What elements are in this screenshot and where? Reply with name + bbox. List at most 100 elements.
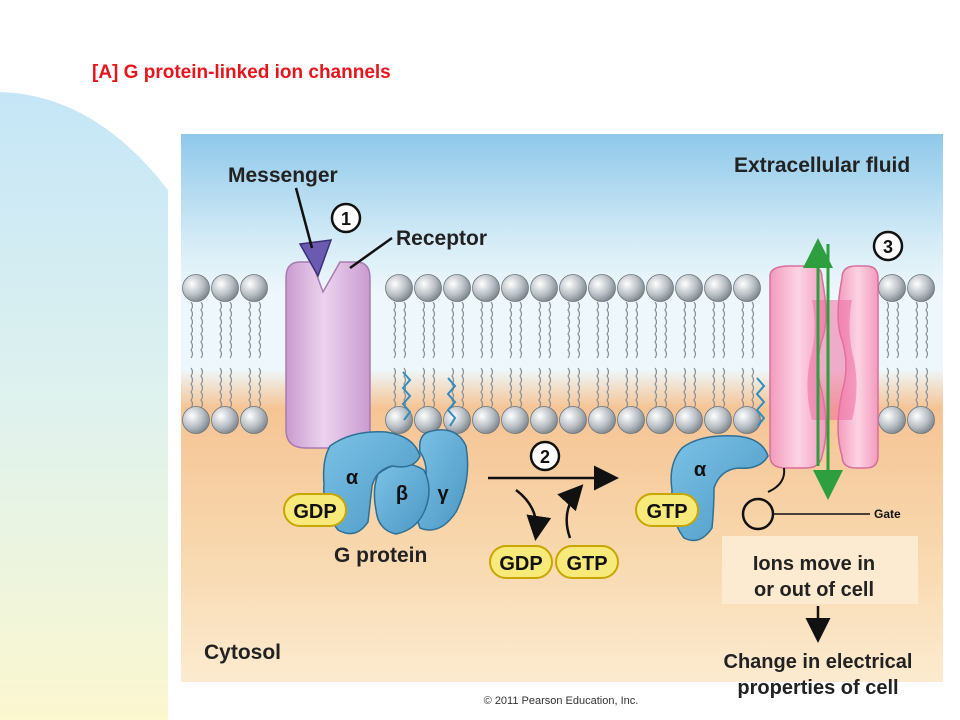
- gdp-release-arrow: [515, 489, 552, 541]
- change-line-1: Change in electrical: [724, 651, 913, 673]
- gtp-bound-label: GTP: [646, 501, 687, 523]
- ion-channel: [769, 265, 879, 469]
- receptor: [285, 261, 371, 449]
- lipid-head: [588, 274, 616, 302]
- messenger-pointer: [294, 187, 314, 249]
- ions-line-1: Ions move in: [753, 553, 875, 575]
- lipid-head: [559, 406, 587, 434]
- lipid-head: [907, 406, 935, 434]
- cytosol-label: Cytosol: [204, 641, 281, 664]
- lipid-heads-outer: [182, 274, 935, 302]
- lipid-tail: [751, 301, 755, 359]
- messenger-label: Messenger: [228, 164, 338, 187]
- lipid-head: [443, 274, 471, 302]
- lipid-head: [182, 406, 210, 434]
- beta-label: β: [396, 483, 408, 505]
- receptor-label: Receptor: [396, 227, 487, 250]
- lipid-tail: [925, 301, 929, 359]
- lipid-head: [907, 274, 935, 302]
- ions-box: [722, 536, 918, 604]
- lipid-head: [414, 274, 442, 302]
- ions-line-2: or out of cell: [754, 579, 874, 601]
- slide-title: [A] G protein-linked ion channels: [92, 62, 391, 83]
- lipid-tails: [190, 301, 929, 425]
- change-line-2: properties of cell: [737, 677, 898, 699]
- lipid-tail: [654, 301, 658, 359]
- lipid-head: [472, 406, 500, 434]
- lipid-head: [646, 274, 674, 302]
- step-2-marker: 2: [529, 440, 561, 472]
- lipid-head: [530, 274, 558, 302]
- gdp-bound-label: GDP: [293, 501, 336, 523]
- lipid-head: [878, 274, 906, 302]
- copyright-label: © 2011 Pearson Education, Inc.: [484, 695, 639, 707]
- gdp-pill-free: GDP: [489, 545, 553, 579]
- receptor-pointer: [349, 236, 393, 270]
- lipid-tail: [896, 301, 900, 359]
- lipid-head: [530, 406, 558, 434]
- lipid-tail: [625, 301, 629, 359]
- lipid-tail: [258, 301, 262, 359]
- lipid-tail: [200, 301, 204, 359]
- lipid-tail: [451, 301, 455, 359]
- lipid-tail: [432, 301, 436, 359]
- lipid-head: [675, 274, 703, 302]
- lipid-head: [704, 274, 732, 302]
- gtp-free-label: GTP: [566, 553, 607, 575]
- alpha-active-label: α: [694, 459, 707, 481]
- lipid-head: [588, 406, 616, 434]
- alpha-label: α: [346, 467, 359, 489]
- step-1-label: 1: [341, 209, 351, 229]
- lipid-tail: [480, 301, 484, 359]
- lipid-tail: [548, 301, 552, 359]
- step-3-marker: 3: [872, 230, 904, 262]
- lipid-head: [211, 406, 239, 434]
- g-protein-beta-subunit: [373, 463, 430, 535]
- lipid-head: [617, 406, 645, 434]
- lipid-tail: [219, 301, 223, 359]
- gdp-pill-bound: GDP: [283, 493, 347, 527]
- extracellular-fluid-label: Extracellular fluid: [734, 154, 910, 177]
- lipid-tail: [190, 301, 194, 359]
- lipid-tail: [393, 301, 397, 359]
- lipid-head: [240, 274, 268, 302]
- slide-side-decoration: [0, 92, 168, 720]
- lipid-tail: [606, 301, 610, 359]
- lipid-head: [559, 274, 587, 302]
- lipid-head: [617, 274, 645, 302]
- lipid-tail: [664, 301, 668, 359]
- lipid-tail: [886, 301, 890, 359]
- messenger-molecule: [298, 239, 333, 278]
- g-protein: α β γ: [322, 429, 469, 535]
- gtp-pill-free: GTP: [555, 545, 619, 579]
- lipid-head: [501, 274, 529, 302]
- lipid-head: [385, 406, 413, 434]
- lipid-tail: [577, 301, 581, 359]
- lipid-tail: [693, 301, 697, 359]
- lipid-tail: [567, 301, 571, 359]
- lipid-tail: [635, 301, 639, 359]
- lipid-tail: [683, 301, 687, 359]
- lipid-tail: [422, 301, 426, 359]
- lipid-tail: [722, 301, 726, 359]
- lipid-head: [675, 406, 703, 434]
- lipid-tail: [229, 301, 233, 359]
- step-2-label: 2: [540, 447, 550, 467]
- lipid-head: [385, 274, 413, 302]
- gdp-free-label: GDP: [499, 553, 542, 575]
- gate-ball: [741, 497, 775, 531]
- lipid-tail: [741, 301, 745, 359]
- lipid-head: [878, 406, 906, 434]
- lipid-tail: [509, 301, 513, 359]
- lipid-tail: [596, 301, 600, 359]
- lipid-tail: [461, 301, 465, 359]
- lipid-tail: [490, 301, 494, 359]
- lipid-head: [501, 406, 529, 434]
- ion-channel-pore: [807, 300, 857, 420]
- lipid-tail: [248, 301, 252, 359]
- lipid-head: [704, 406, 732, 434]
- g-protein-gamma-subunit: [416, 429, 469, 531]
- lipid-anchors: [401, 371, 766, 427]
